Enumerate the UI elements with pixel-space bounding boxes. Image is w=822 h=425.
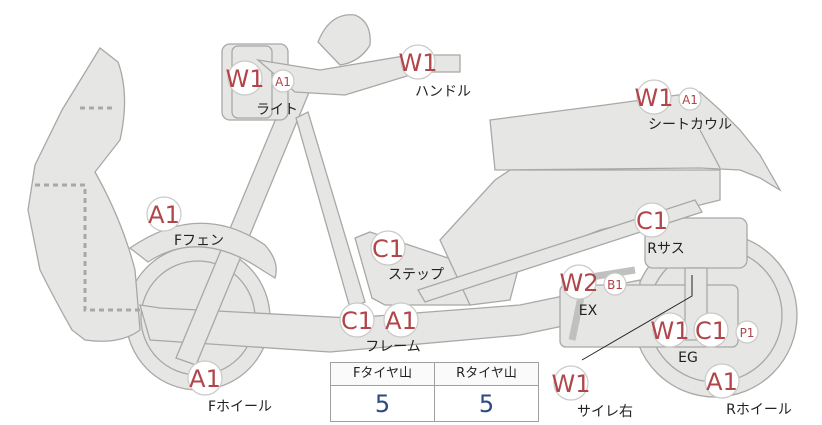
badge-code: W1 <box>552 370 591 398</box>
front-fender-shape <box>128 222 277 279</box>
front-wheel-callout: A1 Fホイール <box>187 360 272 415</box>
badge-handle-0: W1 <box>399 44 438 80</box>
tread-value-front: 5 <box>374 389 391 418</box>
mirror-shape <box>317 14 371 66</box>
badge-frame-0: C1 <box>339 302 375 338</box>
badge-rear-wheel-0: A1 <box>704 363 740 399</box>
badge-light-0-sub: A1 <box>271 69 295 93</box>
front-cowl-shape <box>27 47 141 342</box>
tire-tread-table: Fタイヤ山 5 Rタイヤ山 5 <box>330 362 539 422</box>
exhaust-callout: W2 B1 EX <box>560 264 627 319</box>
part-label-frame: フレーム <box>365 339 421 355</box>
badge-engine-0: W1 <box>651 312 690 348</box>
badge-code: W1 <box>635 84 674 112</box>
part-label-handle: ハンドル <box>415 84 471 100</box>
tread-header-rear: Rタイヤ山 <box>435 363 538 386</box>
badge-rear-suspension-0: C1 <box>634 202 670 238</box>
badge-code: A1 <box>148 201 180 229</box>
part-label-rear-suspension: Rサス <box>647 241 684 257</box>
part-label-front-fender: Fフェン <box>174 233 224 249</box>
front-fender-callout: A1 Fフェン <box>146 196 224 249</box>
part-label-engine: EG <box>678 350 698 366</box>
rear-suspension-callout: C1 Rサス <box>634 202 685 257</box>
badge-exhaust-0: W2 <box>560 264 599 300</box>
seat-cowl-callout: W1 A1 シートカウル <box>635 79 732 133</box>
badge-step-0: C1 <box>370 230 406 266</box>
tread-column-rear: Rタイヤ山 5 <box>434 363 538 421</box>
part-label-rear-wheel: Rホイール <box>726 402 792 418</box>
badge-seat-cowl-0-sub: A1 <box>678 87 702 111</box>
badge-code: W1 <box>651 317 690 345</box>
tread-value-rear: 5 <box>478 389 495 418</box>
badge-code: C1 <box>636 207 668 235</box>
silencer-leader-line <box>581 275 693 361</box>
badge-code: A1 <box>385 307 417 335</box>
badge-exhaust-0-sub: B1 <box>603 272 627 296</box>
badge-code: W2 <box>560 269 599 297</box>
badge-code: C1 <box>372 235 404 263</box>
badge-silencer-right-0: W1 <box>552 365 591 401</box>
part-label-seat-cowl: シートカウル <box>648 117 732 133</box>
tread-column-front: Fタイヤ山 5 <box>331 363 434 421</box>
silencer-right-callout: W1 サイレ右 <box>552 365 633 420</box>
part-label-step: ステップ <box>388 267 444 283</box>
badge-subcode: A1 <box>682 93 698 107</box>
step-callout: C1 ステップ <box>370 230 444 283</box>
frame-tube-shape <box>295 111 366 309</box>
badge-light-0: W1 <box>226 60 265 96</box>
engine-callout: W1 C1 P1 EG <box>651 312 759 366</box>
part-label-exhaust: EX <box>579 303 598 319</box>
part-label-silencer-right: サイレ右 <box>577 404 633 420</box>
handle-callout: W1 ハンドル <box>399 44 471 100</box>
badge-code: A1 <box>189 365 221 393</box>
badge-seat-cowl-0: W1 <box>635 79 674 115</box>
badge-code: A1 <box>706 368 738 396</box>
badge-code: C1 <box>341 307 373 335</box>
badge-code: W1 <box>399 49 438 77</box>
part-label-front-wheel: Fホイール <box>208 399 272 415</box>
badge-engine-1: C1 <box>693 312 729 348</box>
badge-subcode: P1 <box>740 326 755 340</box>
badge-code: C1 <box>695 317 727 345</box>
rear-wheel-callout: A1 Rホイール <box>704 363 792 418</box>
badge-code: W1 <box>226 65 265 93</box>
badge-engine-1-sub: P1 <box>735 320 759 344</box>
badge-front-fender-0: A1 <box>146 196 182 232</box>
badge-subcode: B1 <box>607 278 623 292</box>
part-label-light: ライト <box>256 102 298 118</box>
badge-front-wheel-0: A1 <box>187 360 223 396</box>
badge-frame-1: A1 <box>383 302 419 338</box>
tread-header-front: Fタイヤ山 <box>331 363 434 386</box>
frame-callout: C1 A1 フレーム <box>339 302 421 355</box>
light-callout: W1 A1 ライト <box>226 60 298 118</box>
badge-subcode: A1 <box>275 75 291 89</box>
